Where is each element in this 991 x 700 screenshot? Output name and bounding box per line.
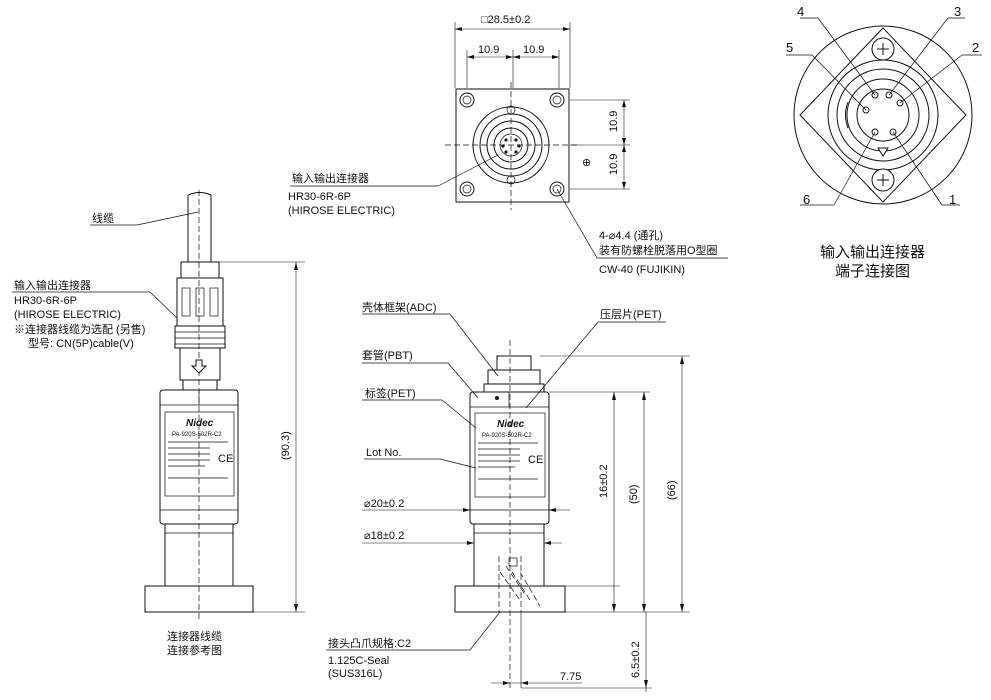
- left-view: Nidec PA-920S-502R-C2 CE 线缆 输入输出连接器 HR30…: [12, 190, 305, 657]
- pin-contacts: [862, 91, 904, 157]
- seal-spec-2: 1.125C-Seal: [328, 655, 389, 667]
- seal-spec-3: (SUS316L): [328, 668, 382, 680]
- screw-icon: [871, 37, 895, 61]
- top-view: □28.5±0.2 10.9 10.9: [288, 14, 728, 276]
- center-view: Nidec PA-920S-502R-C2 CE 壳体框架(ADC) 压层片(P…: [326, 300, 690, 692]
- pin-1-label: 1: [949, 192, 956, 207]
- pin-caption-2: 端子连接图: [835, 263, 910, 280]
- dim-16-text: 16±0.2: [598, 464, 610, 498]
- pin-6-label: 6: [803, 192, 810, 207]
- pin-2-label: 2: [972, 40, 979, 55]
- hole-note-3: CW-40 (FUJIKIN): [599, 264, 685, 276]
- pin-3-label: 3: [954, 4, 961, 19]
- square-dim-text: □28.5±0.2: [481, 14, 530, 26]
- option-model: 型号: CN(5P)cable(V): [28, 336, 134, 350]
- left-caption-2: 连接参考图: [167, 643, 222, 657]
- half-height-bottom-text: 10.9: [608, 154, 620, 175]
- crosshair-mark: ⊕: [582, 157, 591, 169]
- half-width-right-text: 10.9: [523, 44, 544, 56]
- dim-66-text: (66): [666, 480, 678, 500]
- ce-mark-icon: CE: [218, 453, 233, 465]
- half-height-top-text: 10.9: [608, 111, 620, 132]
- pin-4-label: 4: [797, 4, 804, 19]
- pin-5-label: 5: [786, 40, 793, 55]
- top-conn-label: 输入输出连接器: [292, 171, 369, 185]
- screw-icon: [871, 168, 895, 192]
- flange-outline: [799, 27, 967, 203]
- dim-6-5-text: 6.5±0.2: [630, 641, 642, 678]
- top-conn-maker: (HIROSE ELECTRIC): [288, 205, 395, 217]
- dia20-text: ⌀20±0.2: [364, 498, 404, 510]
- flange-square: [455, 88, 570, 203]
- housing-label: 壳体框架(ADC): [362, 300, 437, 314]
- left-model: PA-920S-502R-C2: [172, 432, 222, 438]
- left-caption-1: 连接器线缆: [167, 629, 222, 643]
- lot-label: Lot No.: [366, 447, 401, 459]
- hole-note-1: 4-⌀4.4 (通孔): [599, 229, 663, 242]
- left-conn-maker: (HIROSE ELECTRIC): [14, 309, 121, 321]
- mounting-holes: [459, 92, 565, 197]
- half-width-left-text: 10.9: [478, 44, 499, 56]
- option-note: ※连接器线缆为选配 (另售): [14, 322, 145, 336]
- center-model: PA-920S-502R-C2: [482, 433, 532, 439]
- pin-caption-1: 输入输出连接器: [820, 244, 925, 261]
- seal-spec-1: 接头凸爪规格:C2: [328, 636, 411, 650]
- height-90-text: (90.3): [280, 431, 292, 460]
- dim-50-text: (50): [628, 484, 640, 504]
- left-conn-model: HR30-6R-6P: [14, 295, 77, 307]
- center-brand: Nidec: [497, 419, 525, 430]
- laminate-label: 压层片(PET): [600, 308, 662, 321]
- sleeve-label: 套管(PBT): [362, 348, 413, 362]
- top-conn-model: HR30-6R-6P: [288, 191, 351, 203]
- dia18-text: ⌀18±0.2: [364, 530, 404, 542]
- tag-label: 标签(PET): [365, 386, 416, 400]
- left-brand: Nidec: [186, 418, 214, 429]
- cable-label: 线缆: [92, 211, 114, 225]
- ce-mark-icon: CE: [528, 454, 543, 466]
- hole-note-2: 装有防螺栓脱落用O型圈: [599, 243, 718, 257]
- pin-view: 1 2 3 4 5 6 输入输出连接器 端子连接图: [786, 4, 982, 280]
- left-conn-label: 输入输出连接器: [14, 278, 91, 292]
- dim-7-75-text: 7.75: [560, 671, 581, 683]
